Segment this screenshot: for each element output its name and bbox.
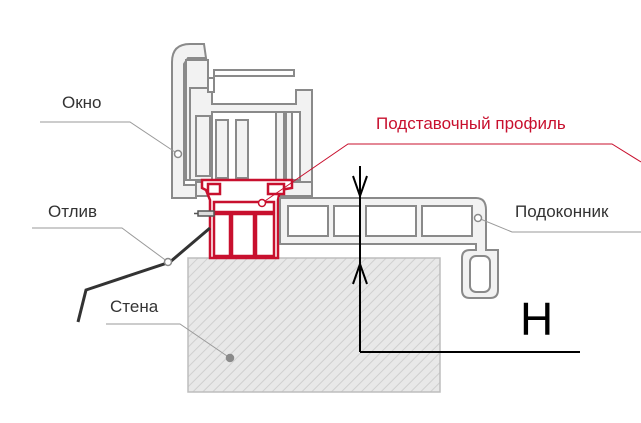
window-frame-profile (171, 43, 313, 199)
leader-stena (106, 323, 231, 359)
windowsill-profile (279, 197, 499, 299)
dot-okno (173, 149, 183, 159)
label-podstavochny-profile: Подставочный профиль (376, 114, 566, 133)
wall (187, 257, 441, 393)
label-okno: Окно (62, 93, 102, 112)
arrow-down (352, 175, 368, 200)
ebb-strip (76, 226, 211, 323)
screw (194, 210, 215, 217)
leader-otliv (32, 227, 169, 263)
arrow-up (352, 260, 368, 285)
dot-podstavochny (257, 198, 267, 208)
leader-lines (32, 121, 641, 359)
dot-otliv (163, 257, 173, 267)
label-h: H (520, 293, 554, 345)
dimension-h (352, 166, 580, 353)
label-stena: Стена (110, 297, 159, 316)
label-otliv: Отлив (48, 202, 98, 221)
support-profile (200, 178, 294, 260)
leader-podokonnik (477, 217, 641, 233)
dot-stena (225, 353, 235, 363)
dot-podokonnik (473, 213, 483, 223)
leader-dots (163, 149, 483, 363)
label-podokonnik: Подоконник (515, 202, 609, 221)
leader-podstavochny (261, 143, 641, 204)
leader-okno (40, 121, 179, 155)
